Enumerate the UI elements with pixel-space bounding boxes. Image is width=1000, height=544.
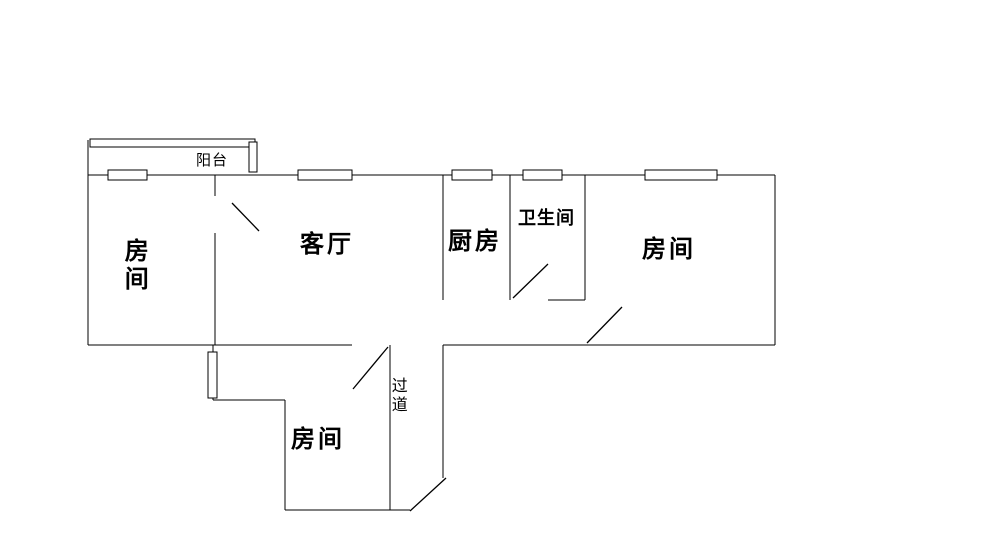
label-hallway: 过道 [388,377,408,415]
balcony-side-window [248,141,258,173]
bedroom-right-window [644,169,718,181]
doors [231,202,623,512]
label-living-room: 客厅 [300,230,354,258]
bedroom-left-window [107,169,148,181]
bathroom-door [512,263,549,299]
label-bedroom-bottom: 房间 [291,425,345,453]
bathroom-window [522,169,563,181]
label-bedroom-right: 房间 [642,235,696,263]
windows [89,138,718,399]
entrance-door [409,477,447,512]
bedroom-bottom-window [207,351,218,399]
label-bedroom-left: 房间 [120,238,149,294]
label-balcony: 阳台 [196,151,229,169]
kitchen-window [451,169,493,181]
walls [87,140,776,511]
hallway-door [352,346,389,390]
balcony-top-window [89,138,256,148]
label-kitchen: 厨房 [448,227,502,255]
living-room-window [297,169,353,181]
label-bathroom: 卫生间 [518,208,575,229]
bedroom-right-door [586,306,623,344]
bedroom-left-door [231,202,260,232]
